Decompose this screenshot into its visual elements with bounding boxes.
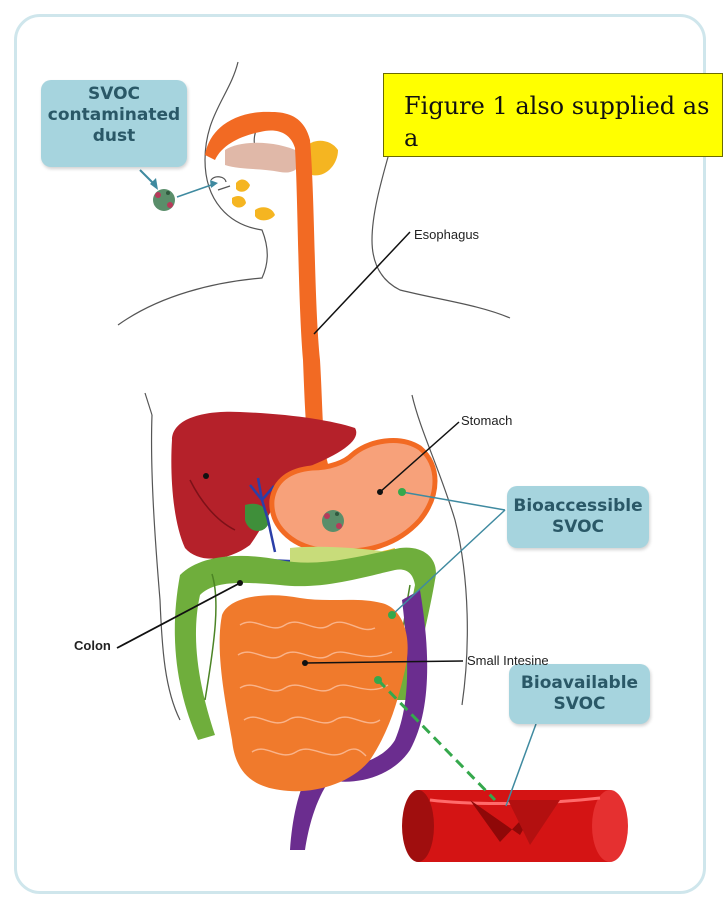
- colon-label: Colon: [74, 638, 111, 653]
- dust-particle: [153, 189, 175, 211]
- stomach-label: Stomach: [461, 413, 512, 428]
- esophagus-label: Esophagus: [414, 227, 479, 242]
- figure-note-text: Figure 1 also supplied as a: [404, 92, 709, 152]
- callout-line: contaminated: [41, 105, 187, 126]
- callout-line: SVOC: [41, 84, 187, 105]
- callout-line: Bioaccessible: [507, 496, 649, 517]
- callout-line: SVOC: [507, 517, 649, 538]
- callout-line: SVOC: [509, 694, 650, 715]
- mouth-area: [211, 141, 338, 221]
- svoc-contaminated-dust-callout: SVOC contaminated dust: [41, 80, 187, 167]
- stomach-dust-particle: [322, 510, 344, 532]
- blood-vessel: [402, 790, 628, 862]
- bioaccessible-svoc-callout: Bioaccessible SVOC: [507, 486, 649, 548]
- figure-note: Figure 1 also supplied as a: [383, 73, 723, 157]
- callout-line: dust: [41, 126, 187, 147]
- small-intestine-label: Small Intesine: [467, 653, 549, 668]
- bioavailable-svoc-callout: Bioavailable SVOC: [509, 664, 650, 724]
- callout-line: Bioavailable: [509, 673, 650, 694]
